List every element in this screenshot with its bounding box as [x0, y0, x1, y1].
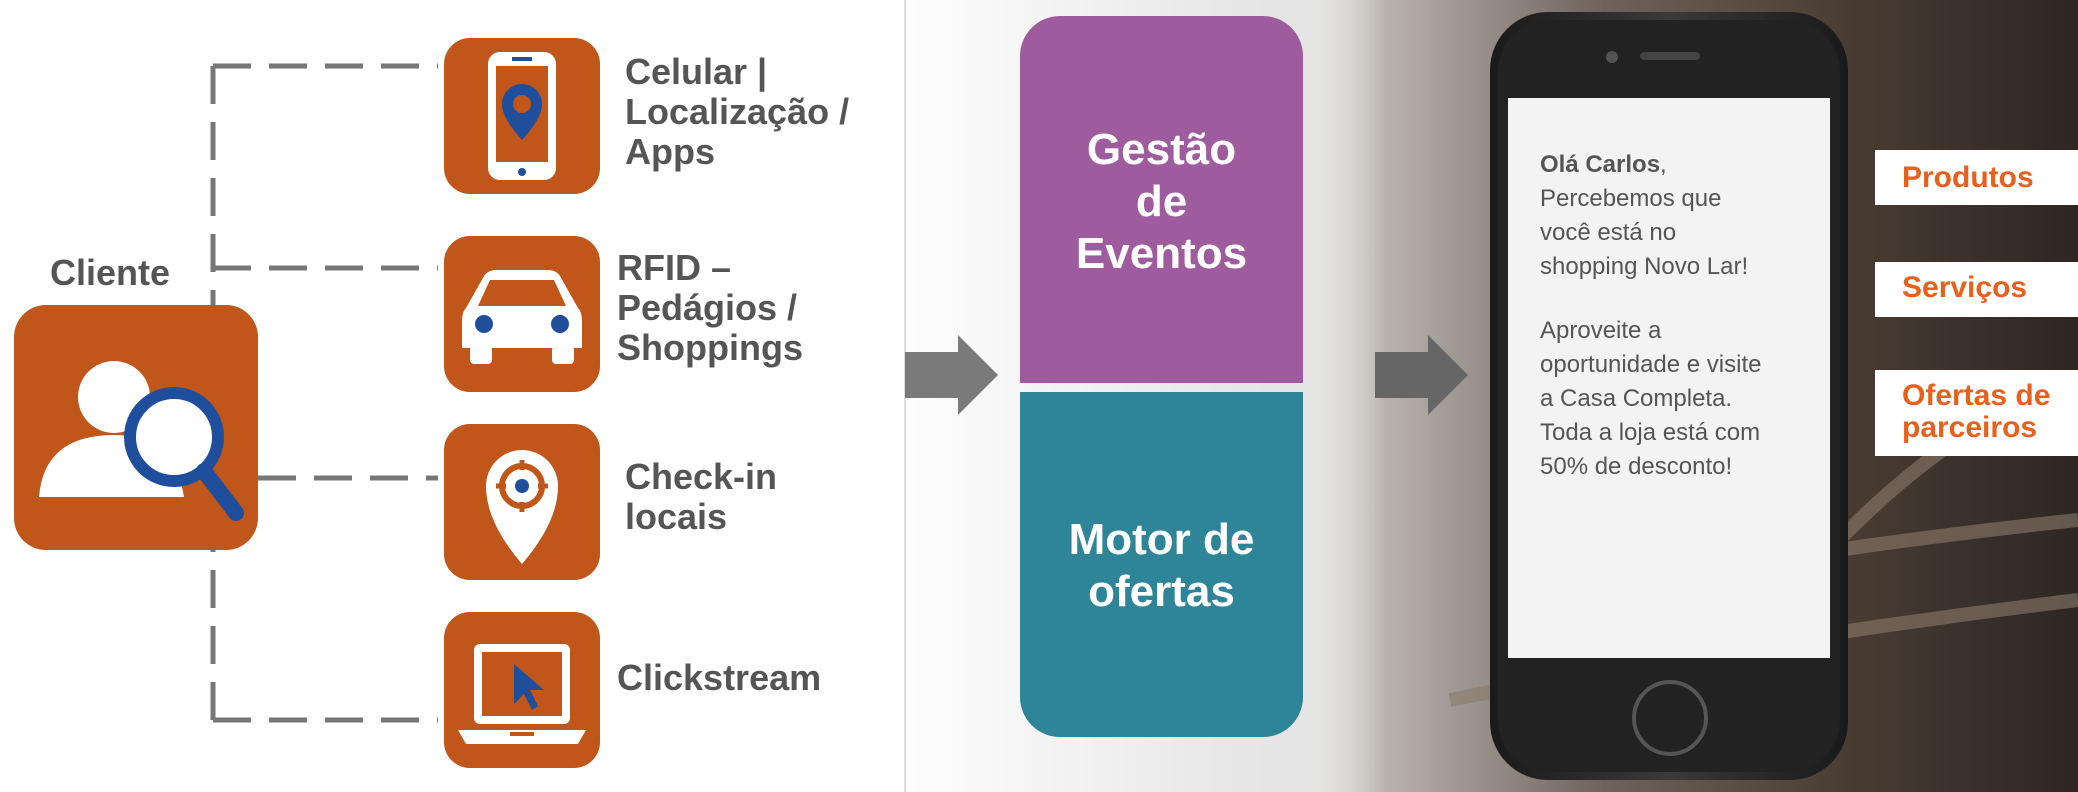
phone-message: Olá Carlos, Percebemos que você está no …: [1540, 148, 1810, 484]
channel-label-rfid: RFID – Pedágios / Shoppings: [617, 247, 803, 368]
motor-ofertas-box: Motor de ofertas: [1020, 392, 1303, 737]
greeting-comma: ,: [1660, 151, 1667, 178]
laptop-cursor-icon: [444, 612, 600, 768]
client-search-icon: [14, 305, 258, 550]
tab-servicos: Serviços: [1875, 262, 2078, 317]
channel-label-clickstream: Clickstream: [617, 657, 822, 698]
gestao-eventos-label: Gestão de Eventos: [1075, 125, 1248, 278]
smartphone-location-icon: [444, 38, 600, 194]
message-line-1: Percebemos que você está no shopping Nov…: [1540, 185, 1749, 280]
motor-ofertas-label: Motor de ofertas: [1068, 515, 1255, 616]
tab-produtos: Produtos: [1875, 150, 2078, 205]
greeting-name: Olá Carlos: [1540, 151, 1661, 178]
channel-label-checkin: Check-in locais: [625, 456, 778, 537]
message-line-2: Aproveite a oportunidade e visite a Casa…: [1540, 317, 1762, 480]
tab-ofertas-parceiros: Ofertas de parceiros: [1875, 370, 2078, 456]
channel-label-celular: Celular | Localização / Apps: [625, 51, 850, 172]
car-icon: [444, 236, 600, 392]
client-label: Cliente: [50, 252, 171, 293]
map-pin-icon: [444, 424, 600, 580]
gestao-eventos-box: Gestão de Eventos: [1020, 16, 1303, 383]
